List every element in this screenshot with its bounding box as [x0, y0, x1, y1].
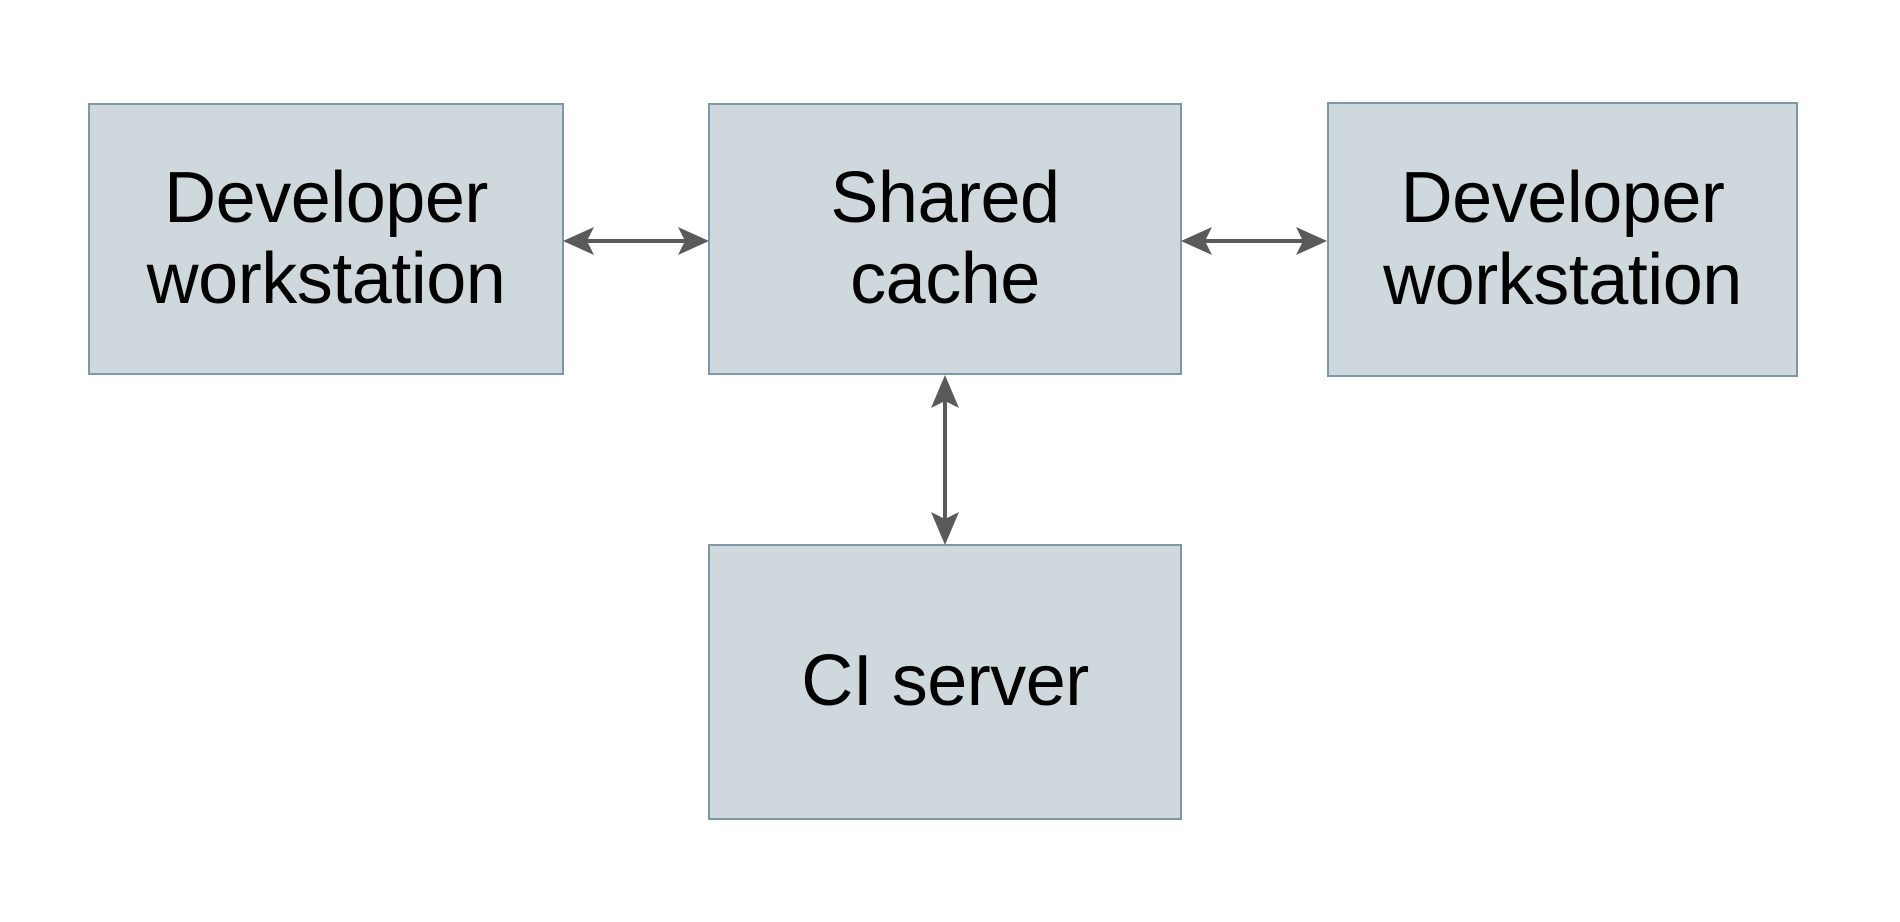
connector-bidirectional-arrow-shared-cache-to-right [1181, 227, 1327, 255]
arrowhead-right-icon [678, 227, 709, 255]
node-shared-cache[interactable]: Shared cache [708, 103, 1182, 375]
arrowhead-left-icon [1181, 227, 1212, 255]
arrowhead-down-icon [931, 512, 959, 545]
node-label-developer-workstation-left: Developer workstation [146, 157, 506, 319]
arrowhead-up-icon [931, 375, 959, 408]
node-developer-workstation-left[interactable]: Developer workstation [88, 103, 564, 375]
connector-bidirectional-arrow-shared-cache-to-ci-server [931, 375, 959, 545]
connector-bidirectional-arrow-left-to-shared-cache [563, 227, 709, 255]
connector-shaft [587, 239, 685, 243]
node-ci-server[interactable]: CI server [708, 544, 1182, 820]
node-label-ci-server: CI server [801, 641, 1089, 722]
arrowhead-right-icon [1296, 227, 1327, 255]
connector-shaft [943, 401, 947, 519]
connector-shaft [1205, 239, 1303, 243]
node-label-shared-cache: Shared cache [830, 157, 1060, 319]
node-label-developer-workstation-right: Developer workstation [1383, 158, 1742, 320]
node-developer-workstation-right[interactable]: Developer workstation [1327, 102, 1798, 377]
arrowhead-left-icon [563, 227, 594, 255]
